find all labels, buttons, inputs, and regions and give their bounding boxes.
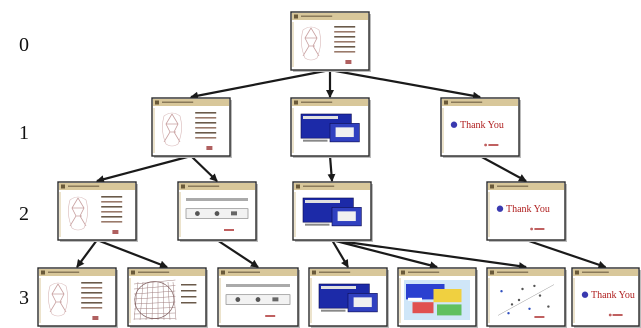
slide-thumbnail-mesh [127,267,208,328]
thank-you-text: Thank You [506,204,550,215]
level-label-2: 2 [19,203,29,225]
tree-edge-n1c-n2d [479,155,527,182]
tree-edge-n1a-n2b [190,155,218,182]
tree-edge-n0-n1c [329,68,481,100]
level-label-1: 1 [19,122,29,144]
tree-edge-n2c-n3e [331,238,438,270]
slide-thumbnail-window [308,267,389,328]
slide-thumbnail-thankyou: Thank You [571,267,641,328]
edges-layer [76,68,607,270]
tree-edge-n2d-n3g [525,238,607,269]
tree-edge-n1b-n2c [327,155,336,182]
tree-edge-n2b-n3c [216,239,259,268]
tree-edge-n2a-n3b [96,238,168,269]
slide-thumbnail-window [290,97,371,158]
tree-edge-n2c-n3d [331,239,349,268]
tree-edge-n1a-n2a [96,154,192,184]
slide-thumbnail-colorful [397,267,478,328]
slide-thumbnail-window [292,181,373,242]
level-label-0: 0 [19,34,29,56]
slide-thumbnail-sketch [37,267,118,328]
slide-thumbnail-sketch [151,97,232,158]
tree-edge-n2c-n3f [331,238,527,270]
thank-you-text: Thank You [460,120,504,131]
level-label-3: 3 [19,287,29,309]
slide-thumbnail-buttons [217,267,300,328]
slide-thumbnail-buttons [177,181,258,242]
slide-thumbnail-sketch [57,181,138,242]
tree-edge-n0-n1a [190,68,331,100]
slide-thumbnail-sketch [290,11,371,72]
tree-edge-n2a-n3a [76,239,98,268]
slide-thumbnail-scatter [486,267,567,328]
thank-you-text: Thank You [591,290,635,301]
slide-thumbnail-thankyou: Thank You [486,181,567,242]
slide-thumbnail-thankyou: Thank You [440,97,521,158]
